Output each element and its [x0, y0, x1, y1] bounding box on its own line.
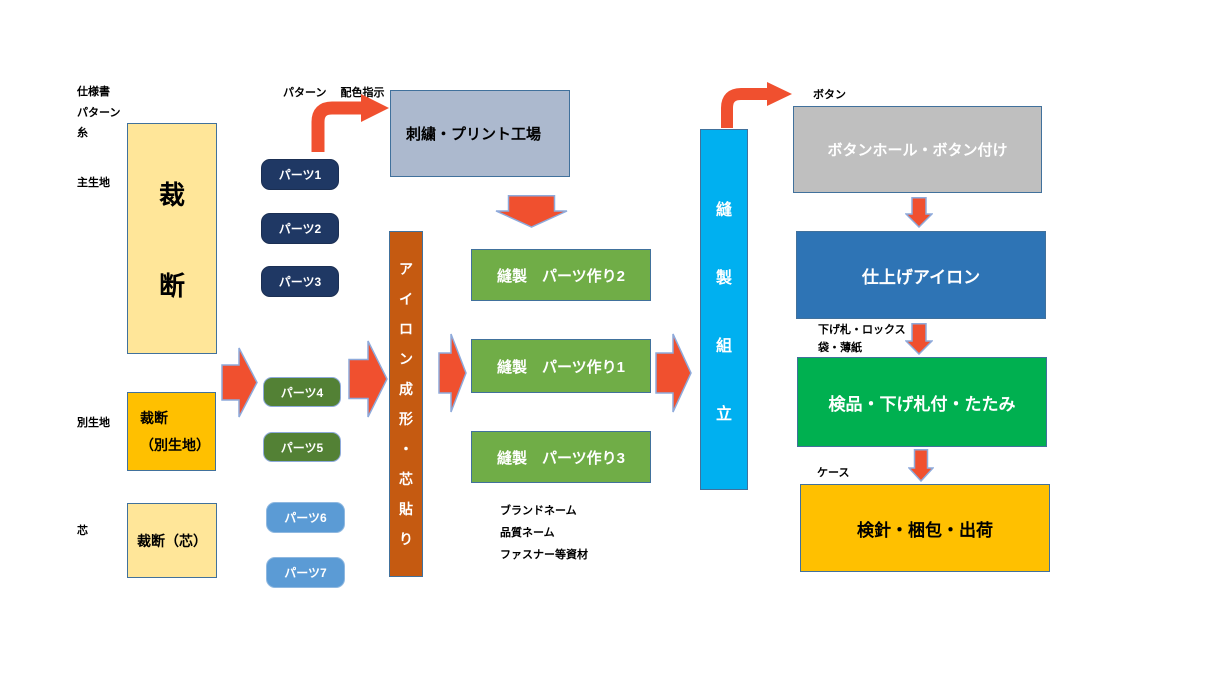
- flow-arrow-right-cutting-to-parts-icon: [221, 347, 258, 418]
- label-pattern: パターン: [77, 107, 121, 119]
- flow-arrow-down-button-to-iron-icon: [905, 197, 933, 228]
- label-interlining: 芯: [77, 525, 88, 537]
- box-inspection-tag-fold: 検品・下げ札付・たたみ: [797, 357, 1047, 447]
- box-sewing-parts-2: 縫製 パーツ作り2: [471, 249, 651, 301]
- top-labels: パターン 配色指示: [283, 87, 384, 101]
- box-embroidery-print-factory: 刺繍・プリント工場: [390, 90, 570, 177]
- box-finish-iron: 仕上げアイロン: [796, 231, 1046, 319]
- label-pattern-top: パターン: [283, 87, 327, 99]
- box-part-3: パーツ3: [261, 266, 339, 297]
- flow-arrow-down-embroidery-icon: [495, 195, 568, 228]
- materials-quality-name: 品質ネーム: [500, 527, 555, 539]
- materials-fastener: ファスナー等資材: [500, 549, 588, 561]
- label-main-fabric: 主生地: [77, 177, 110, 189]
- flow-arrow-right-iron-to-sewing-icon: [438, 333, 467, 413]
- box-iron-forming: アイロン成形・芯貼り: [389, 231, 423, 577]
- box-buttonhole-button: ボタンホール・ボタン付け: [793, 106, 1042, 193]
- box-sewing-parts-1: 縫製 パーツ作り1: [471, 339, 651, 393]
- label-spec: 仕様書: [77, 86, 110, 98]
- box-cutting-sub-fabric: 裁断 （別生地）: [127, 392, 216, 471]
- label-case: ケース: [817, 467, 850, 479]
- box-part-2: パーツ2: [261, 213, 339, 244]
- flow-arrow-elbow-to-button-icon: [714, 82, 794, 132]
- label-tag-locks: 下げ札・ロックス: [818, 324, 906, 336]
- box-needle-check-packing-shipping: 検針・梱包・出荷: [800, 484, 1050, 572]
- box-cutting-sub-line1: 裁断: [140, 409, 168, 426]
- box-part-4: パーツ4: [263, 377, 341, 407]
- box-part-5: パーツ5: [263, 432, 341, 462]
- materials-note: ブランドネーム 品質ネーム ファスナー等資材: [500, 500, 588, 566]
- label-button: ボタン: [813, 89, 846, 101]
- flow-arrow-down-inspection-to-packing-icon: [908, 449, 934, 482]
- flow-arrow-down-iron-to-inspection-icon: [905, 323, 933, 355]
- box-part-1: パーツ1: [261, 159, 339, 190]
- flow-arrow-right-parts-to-iron-icon: [348, 340, 388, 418]
- box-part-6: パーツ6: [266, 502, 345, 533]
- box-sewing-parts-3: 縫製 パーツ作り3: [471, 431, 651, 483]
- flow-arrow-right-sewing-to-assembly-icon: [655, 333, 692, 413]
- label-bag-paper: 袋・薄紙: [818, 342, 862, 354]
- box-part-7: パーツ7: [266, 557, 345, 588]
- materials-brand-name: ブランドネーム: [500, 505, 577, 517]
- box-sewing-assembly: 縫製組立: [700, 129, 748, 490]
- label-color-instruction: 配色指示: [340, 87, 385, 99]
- box-cutting-main: 裁断: [127, 123, 217, 354]
- label-thread: 糸: [77, 127, 88, 139]
- label-sub-fabric: 別生地: [77, 417, 110, 429]
- box-cutting-interlining: 裁断（芯）: [127, 503, 217, 578]
- box-cutting-sub-line2: （別生地）: [140, 436, 210, 453]
- flow-arrow-elbow-to-embroidery-icon: [305, 88, 395, 158]
